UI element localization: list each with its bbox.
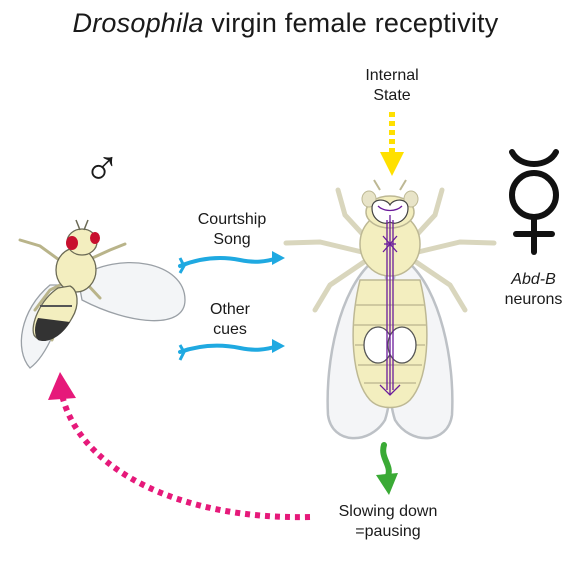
other-cues-arrow (180, 339, 285, 360)
slowing-down-arrow (376, 445, 398, 495)
male-symbol-icon: ♂ (62, 140, 142, 196)
female-symbol-icon (512, 152, 556, 252)
courtship-song-line2: Song (182, 230, 282, 250)
internal-state-arrow (380, 112, 404, 176)
slowing-down-line1: Slowing down (318, 502, 458, 522)
courtship-song-label: Courtship Song (182, 210, 282, 250)
abdb-line2: neurons (496, 290, 571, 310)
other-cues-line2: cues (190, 320, 270, 340)
abdb-neurons-label: Abd-B neurons (496, 270, 571, 310)
internal-state-line2: State (345, 86, 439, 106)
internal-state-line1: Internal (345, 66, 439, 86)
courtship-song-arrow (180, 251, 285, 273)
abdb-italic: Abd-B (496, 270, 571, 290)
courtship-song-line1: Courtship (182, 210, 282, 230)
other-cues-label: Other cues (190, 300, 270, 340)
male-fly-illustration (20, 220, 185, 368)
other-cues-line1: Other (190, 300, 270, 320)
slowing-down-label: Slowing down =pausing (318, 502, 458, 542)
slowing-down-line2: =pausing (318, 522, 458, 542)
internal-state-label: Internal State (345, 66, 439, 106)
feedback-arrow (48, 372, 310, 517)
female-fly-illustration (286, 180, 494, 438)
